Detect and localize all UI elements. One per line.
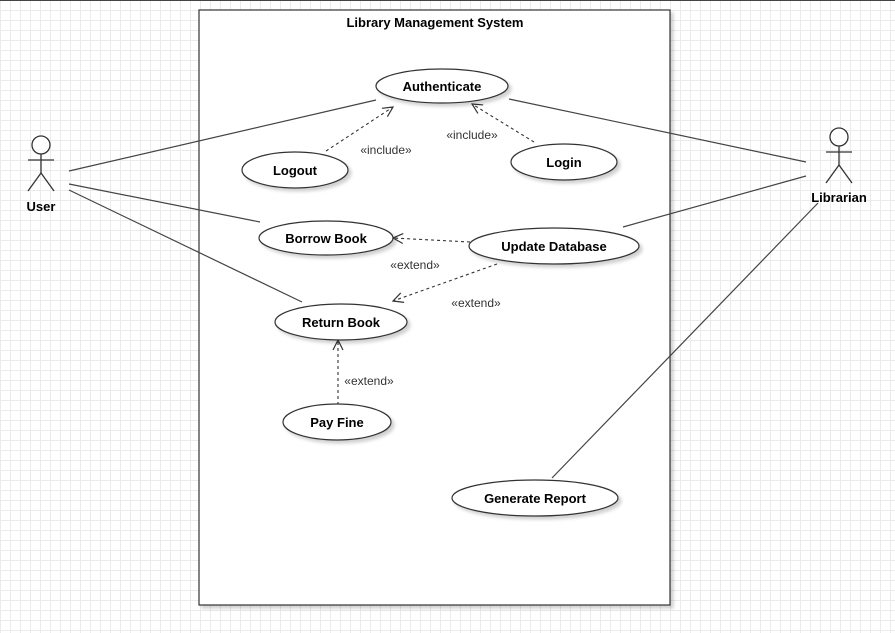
use-case-login[interactable]: Login <box>510 143 618 181</box>
association-user-return-book <box>68 189 303 303</box>
association-librarian-authenticate <box>508 98 807 163</box>
include-label-login: «include» <box>446 128 498 142</box>
system-title: Library Management System <box>346 15 523 30</box>
stick-figure-icon <box>825 127 853 184</box>
use-case-update-database[interactable]: Update Database <box>468 227 640 265</box>
stick-figure-icon <box>27 135 55 192</box>
use-case-label: Logout <box>273 163 318 178</box>
include-arrow-logout <box>325 107 393 152</box>
extend-arrow-return-book <box>393 263 498 301</box>
use-case-label: Authenticate <box>403 79 482 94</box>
extend-arrow-borrow-book <box>393 238 471 242</box>
use-case-pay-fine[interactable]: Pay Fine <box>282 403 392 441</box>
dependencies <box>325 104 535 405</box>
actor-label: Librarian <box>811 190 867 205</box>
include-arrow-login <box>472 104 535 143</box>
include-label-logout: «include» <box>360 143 412 157</box>
use-case-label: Pay Fine <box>310 415 363 430</box>
use-case-label: Login <box>546 155 581 170</box>
use-case-generate-report[interactable]: Generate Report <box>451 479 619 517</box>
use-case-label: Generate Report <box>484 491 587 506</box>
association-librarian-generate-report <box>551 202 819 479</box>
top-border <box>0 0 895 1</box>
use-case-borrow-book[interactable]: Borrow Book <box>258 220 394 256</box>
association-user-authenticate <box>68 99 377 172</box>
association-librarian-update-database <box>622 175 807 228</box>
actor-user[interactable]: User <box>27 135 56 214</box>
extend-label-return-book: «extend» <box>451 296 501 310</box>
associations <box>68 98 819 479</box>
use-case-authenticate[interactable]: Authenticate <box>375 68 509 104</box>
use-case-label: Update Database <box>501 239 606 254</box>
extend-label-borrow-book: «extend» <box>390 258 440 272</box>
use-case-label: Return Book <box>302 315 381 330</box>
use-case-return-book[interactable]: Return Book <box>274 303 408 341</box>
actor-label: User <box>27 199 56 214</box>
use-case-logout[interactable]: Logout <box>241 151 349 189</box>
actor-librarian[interactable]: Librarian <box>811 127 867 205</box>
extend-label-pay-fine: «extend» <box>344 374 394 388</box>
use-case-label: Borrow Book <box>285 231 367 246</box>
association-user-borrow-book <box>68 183 261 223</box>
